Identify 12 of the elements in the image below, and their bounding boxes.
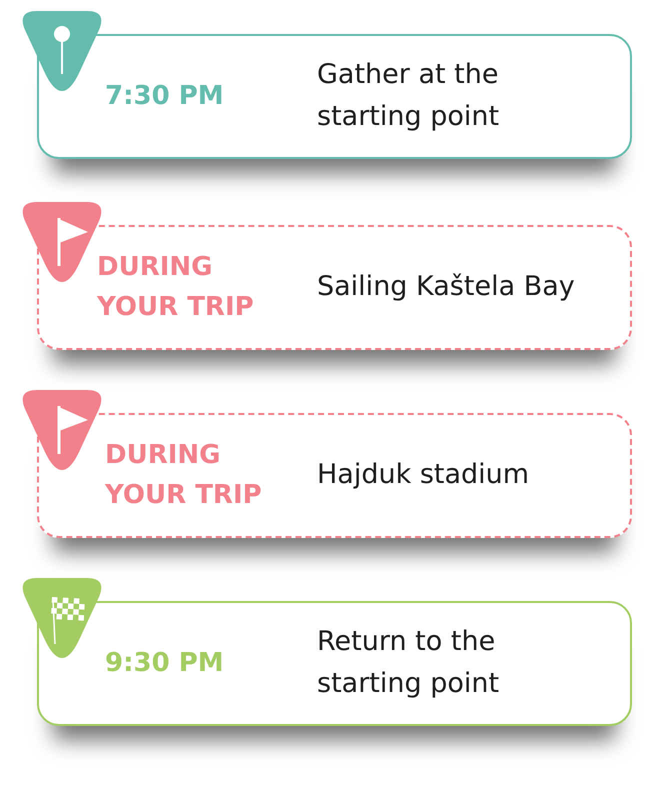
stop-description: Sailing Kaštela Bay xyxy=(317,270,576,304)
stop-description: Gather at the starting point xyxy=(317,58,500,134)
time-label: 7:30 PM xyxy=(105,80,225,113)
time-label: 9:30 PM xyxy=(105,647,225,680)
timeline-card xyxy=(37,601,632,726)
time-label: DURING YOUR TRIP xyxy=(105,439,263,512)
stop-description: Return to the starting point xyxy=(317,625,500,701)
timeline-card xyxy=(37,225,632,350)
time-label: DURING YOUR TRIP xyxy=(97,251,255,324)
timeline-card xyxy=(37,413,632,538)
stop-description: Hajduk stadium xyxy=(317,458,530,492)
timeline-card xyxy=(37,34,632,159)
